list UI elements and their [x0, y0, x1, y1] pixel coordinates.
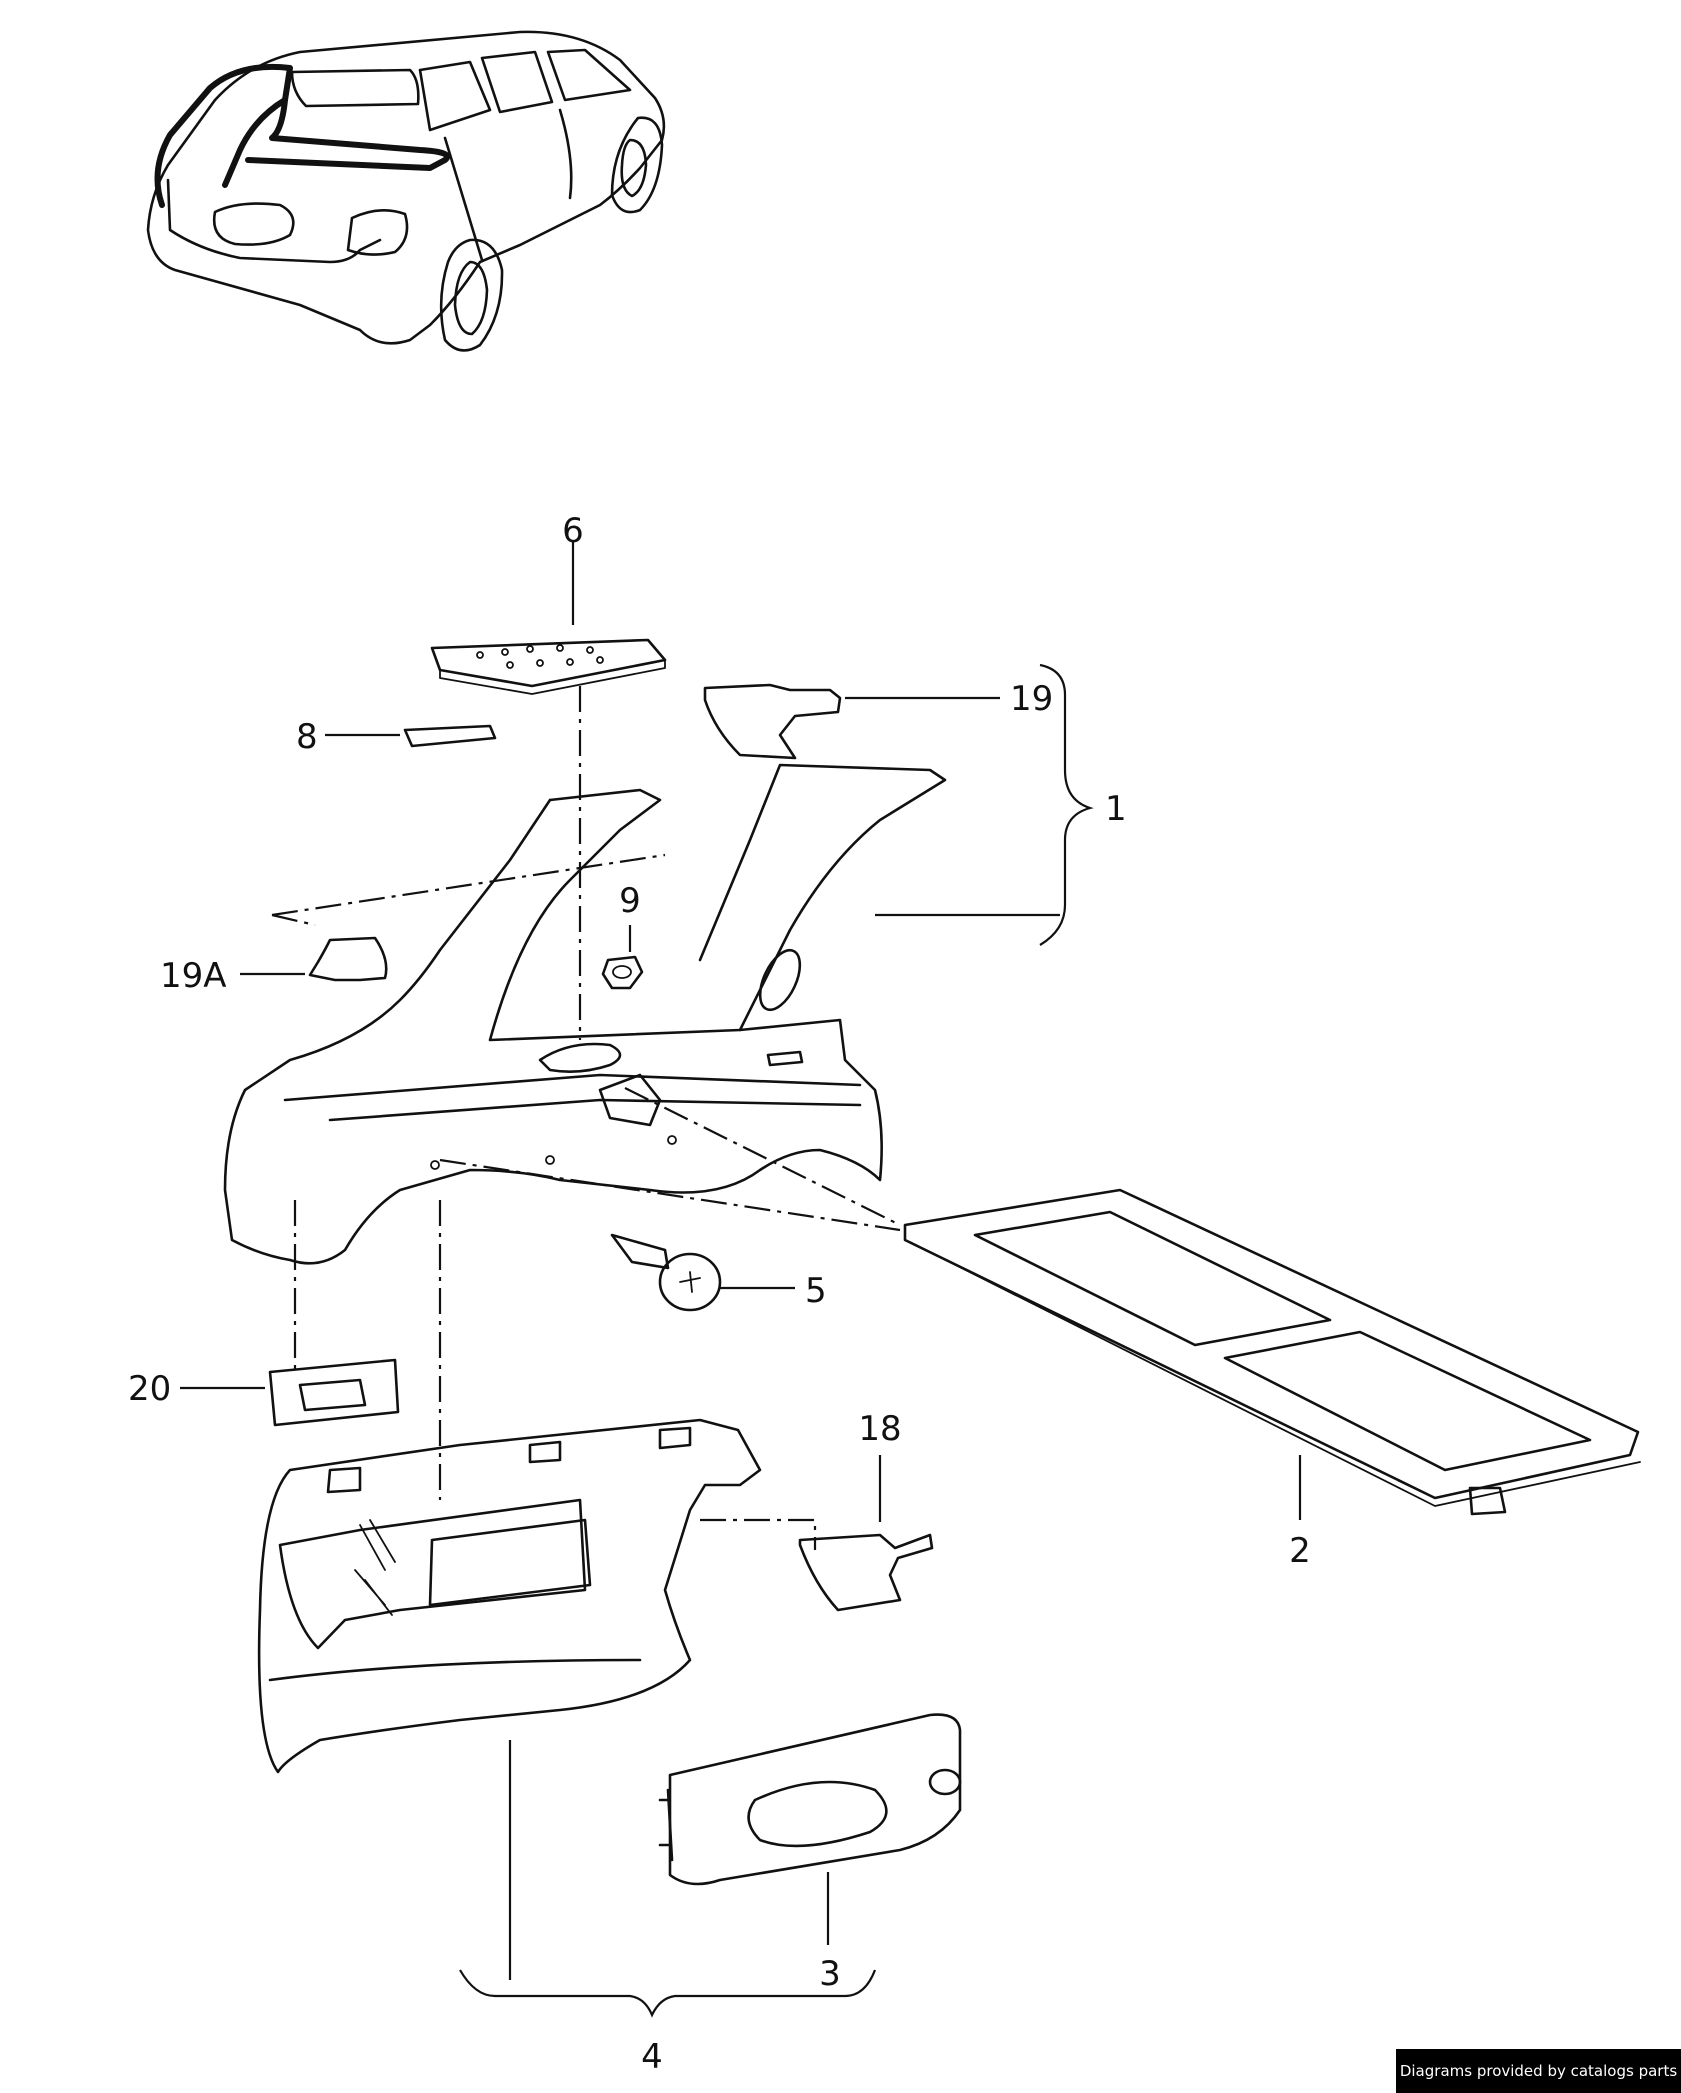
assembly-lines [271, 686, 901, 1550]
part-1-trim-panel [223, 763, 947, 1265]
callout-19a: 19A [160, 956, 227, 996]
callout-9: 9 [619, 881, 641, 921]
part-5-screw [610, 1233, 722, 1312]
callout-5: 5 [805, 1271, 827, 1311]
part-2-cover [903, 1188, 1641, 1516]
callout-19: 19 [1010, 679, 1053, 719]
callout-3: 3 [819, 1954, 841, 1994]
leader-lines [180, 540, 1302, 2018]
callout-6: 6 [562, 511, 584, 551]
part-19-clip [703, 683, 842, 760]
part-3-panel [658, 1713, 962, 1886]
part-8-block [403, 724, 497, 748]
car-overview-illustration [146, 30, 666, 352]
part-9-nut [601, 955, 644, 990]
callout-1: 1 [1105, 789, 1127, 829]
part-19a-clip [308, 936, 388, 982]
callout-20: 20 [128, 1369, 171, 1409]
callout-4: 4 [641, 2037, 663, 2077]
part-20-clip [268, 1358, 400, 1427]
callout-labels: 6 19 8 1 9 19A 5 20 18 2 3 4 [128, 511, 1311, 2077]
part-6-pad [430, 638, 667, 695]
callout-18: 18 [858, 1409, 901, 1449]
footer-credit: Diagrams provided by catalogs parts [1396, 2049, 1681, 2093]
callout-2: 2 [1289, 1531, 1311, 1571]
callout-8: 8 [296, 717, 318, 757]
part-18-clip [798, 1533, 934, 1612]
part-4-lower-trim-panel [257, 1418, 762, 1774]
